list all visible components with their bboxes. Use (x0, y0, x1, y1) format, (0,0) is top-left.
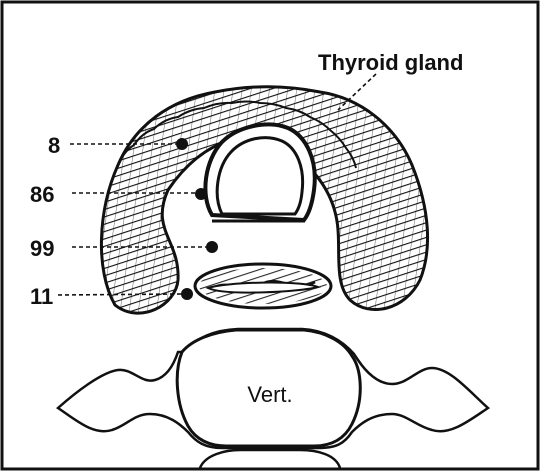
thyroid-gland-label: Thyroid gland (318, 50, 463, 75)
marker-dot-99 (206, 241, 218, 253)
marker-dot-86 (195, 188, 207, 200)
marker-label-86: 86 (30, 182, 54, 207)
vertebra-label: Vert. (247, 382, 292, 407)
marker-label-99: 99 (30, 236, 54, 261)
marker-label-11: 11 (30, 284, 53, 309)
marker-dot-11 (181, 288, 193, 300)
marker-dot-8 (176, 138, 188, 150)
esophagus (195, 264, 331, 308)
marker-label-8: 8 (48, 133, 60, 158)
